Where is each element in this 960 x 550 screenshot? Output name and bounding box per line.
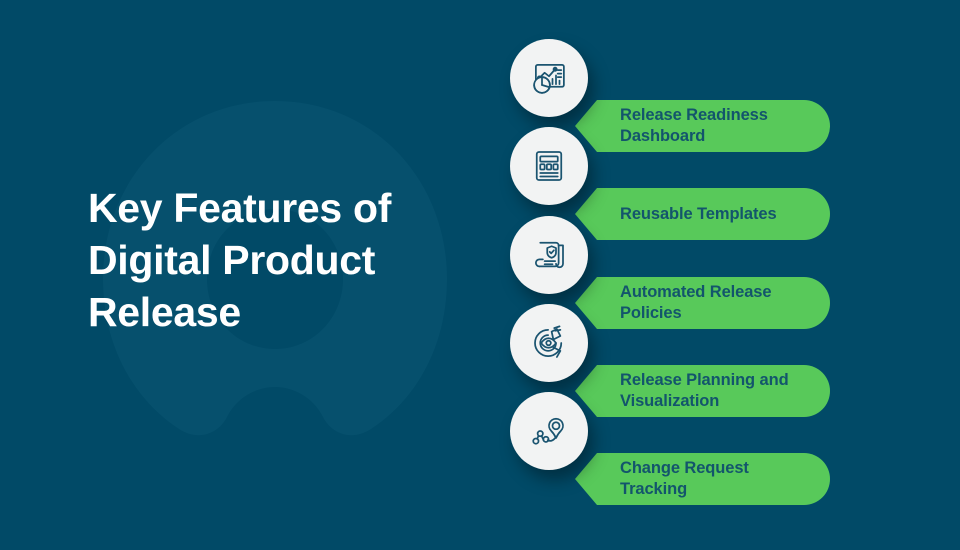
- feature-pill[interactable]: Release Planning and Visualization: [575, 365, 830, 417]
- feature-pill[interactable]: Reusable Templates: [575, 188, 830, 240]
- feature-label: Change Request Tracking: [620, 459, 749, 498]
- policy-scroll-shield-icon: [510, 216, 588, 294]
- feature-label: Reusable Templates: [620, 204, 777, 223]
- feature-pill[interactable]: Release Readiness Dashboard: [575, 100, 830, 152]
- pie-chart-eye-icon: [510, 304, 588, 382]
- title-line-3: Release: [88, 289, 241, 335]
- title-line-2: Digital Product: [88, 237, 376, 283]
- page-title: Key Features of Digital Product Release: [88, 182, 488, 338]
- feature-label: Automated Release Policies: [620, 283, 772, 322]
- dashboard-analytics-icon: [510, 39, 588, 117]
- title-line-1: Key Features of: [88, 185, 392, 231]
- route-location-pin-icon: [510, 392, 588, 470]
- feature-pill[interactable]: Automated Release Policies: [575, 277, 830, 329]
- template-layout-icon: [510, 127, 588, 205]
- feature-label: Release Readiness Dashboard: [620, 106, 768, 145]
- feature-label: Release Planning and Visualization: [620, 371, 789, 410]
- feature-pill[interactable]: Change Request Tracking: [575, 453, 830, 505]
